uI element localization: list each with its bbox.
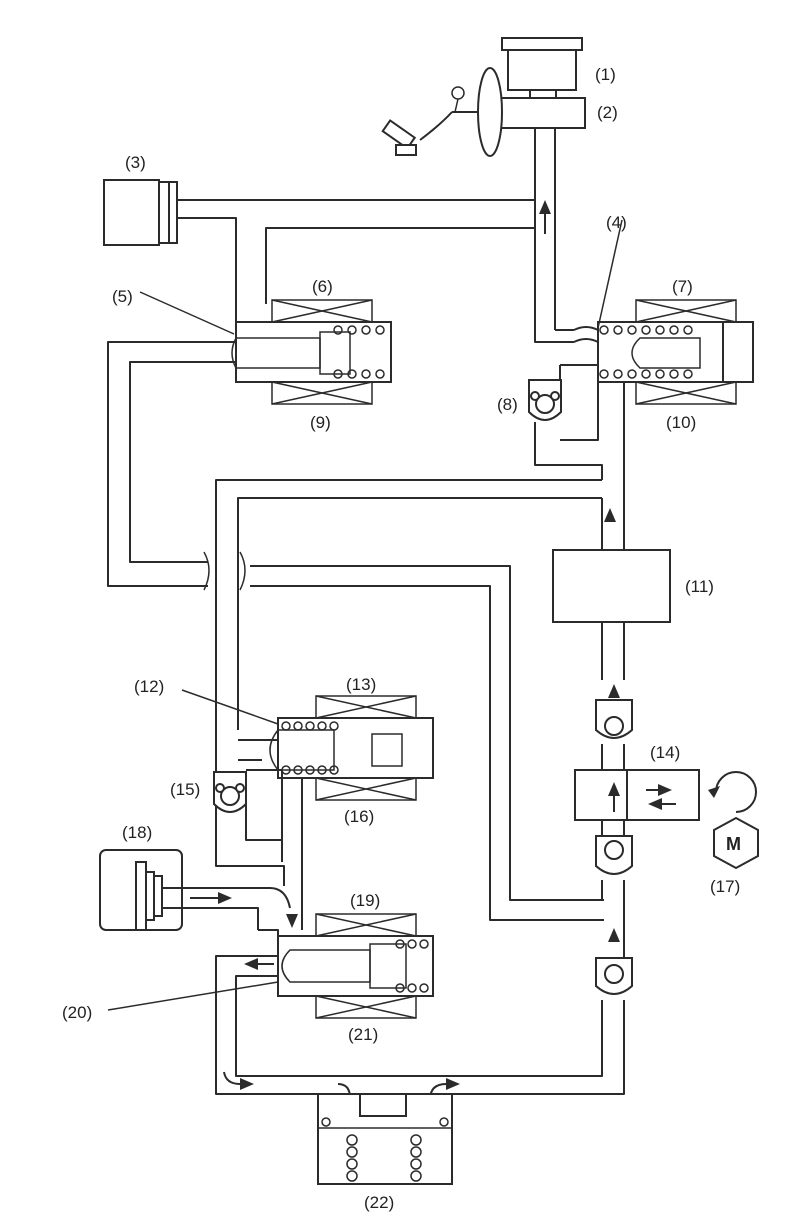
motor xyxy=(708,771,759,870)
reservoir-cap xyxy=(501,37,583,51)
label-6: (6) xyxy=(312,277,333,296)
label-8: (8) xyxy=(497,395,518,414)
check-valve-8 xyxy=(528,379,562,421)
inlet-solenoid-valve-left xyxy=(231,299,392,405)
flow-arrow-up-2 xyxy=(604,508,616,522)
label-12: (12) xyxy=(134,677,164,696)
spring-coils-right-upper xyxy=(599,325,693,379)
label-13: (13) xyxy=(346,675,376,694)
label-3: (3) xyxy=(125,153,146,172)
motor-letter: M xyxy=(726,834,741,854)
label-4: (4) xyxy=(606,213,627,232)
master-cylinder-body xyxy=(499,97,586,129)
outlet-solenoid-valve-lower xyxy=(277,913,434,1019)
pump-check-valve-upper xyxy=(595,684,633,739)
flow-arrow-up xyxy=(539,200,551,214)
brake-pedal xyxy=(381,119,417,150)
label-10: (10) xyxy=(666,413,696,432)
master-cylinder-assembly xyxy=(381,37,586,157)
spring-coils-left-upper xyxy=(333,325,385,379)
label-7: (7) xyxy=(672,277,693,296)
leader-4 xyxy=(597,219,623,329)
outlet-solenoid-valve-upper xyxy=(269,695,434,801)
label-20: (20) xyxy=(62,1003,92,1022)
label-14: (14) xyxy=(650,743,680,762)
pump-check-valve-middle xyxy=(595,835,633,875)
label-5: (5) xyxy=(112,287,133,306)
label-15: (15) xyxy=(170,780,200,799)
pump-unit xyxy=(574,769,700,821)
label-22: (22) xyxy=(364,1193,394,1212)
damper-chamber xyxy=(552,549,671,623)
check-valve-15 xyxy=(213,771,247,813)
label-17: (17) xyxy=(710,877,740,896)
brake-booster xyxy=(477,67,503,157)
label-16: (16) xyxy=(344,807,374,826)
leader-5 xyxy=(139,291,235,335)
label-2: (2) xyxy=(597,103,618,122)
rear-wheel-cylinder xyxy=(99,849,232,931)
pump-check-valve-lower xyxy=(595,928,633,995)
label-18: (18) xyxy=(122,823,152,842)
label-11: (11) xyxy=(685,577,714,596)
leader-12 xyxy=(181,689,279,725)
flow-arrow-down xyxy=(286,914,298,928)
label-19: (19) xyxy=(350,891,380,910)
reservoir xyxy=(507,44,577,91)
label-9: (9) xyxy=(310,413,331,432)
spring-coils-lower-valve xyxy=(395,939,429,993)
leader-20 xyxy=(107,981,279,1011)
label-21: (21) xyxy=(348,1025,378,1044)
label-1: (1) xyxy=(595,65,616,84)
wheel-cylinder xyxy=(103,179,178,246)
spring-coils-upper-valve xyxy=(281,721,339,775)
flow-arrow-left xyxy=(244,958,258,970)
low-pressure-reservoir xyxy=(317,1093,453,1185)
inlet-solenoid-valve-right xyxy=(597,299,754,405)
